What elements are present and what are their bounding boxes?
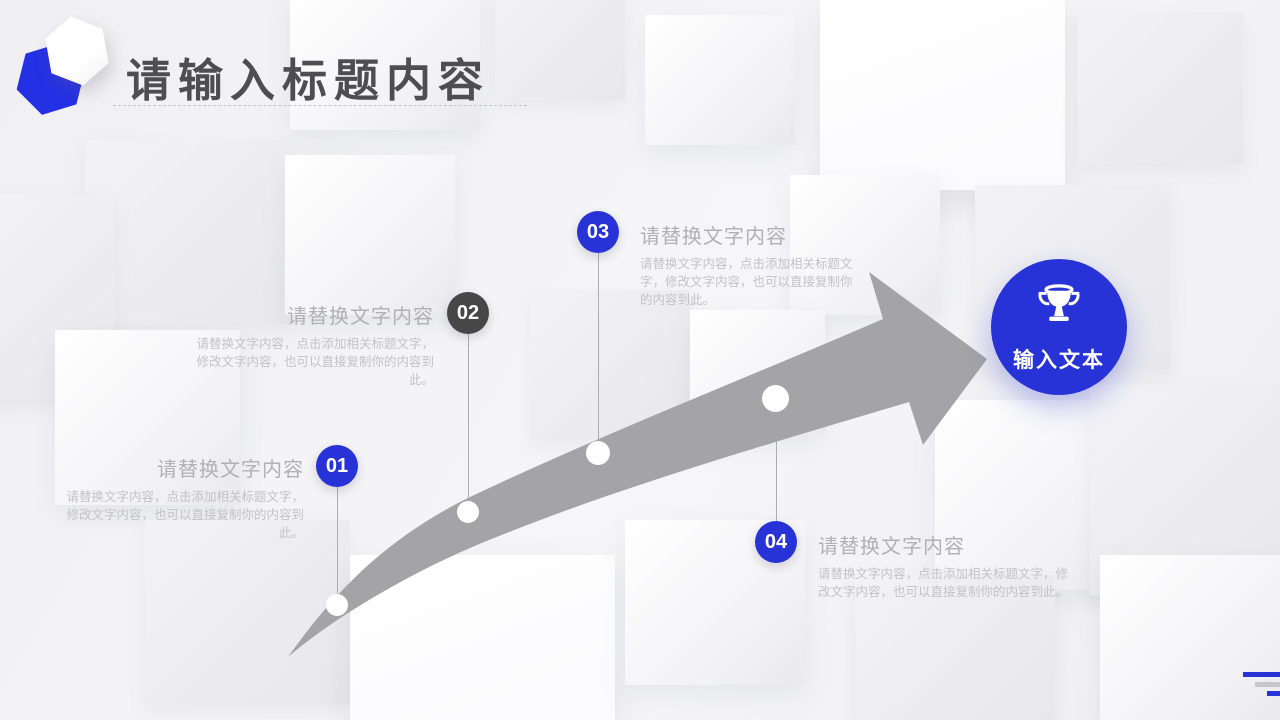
connector-line-01 — [337, 487, 338, 599]
milestone-01-body[interactable]: 请替换文字内容，点击添加相关标题文字，修改文字内容，也可以直接复制你的内容到此。 — [66, 490, 304, 540]
milestone-03-text[interactable]: 请替换文字内容 请替换文字内容，点击添加相关标题文字，修改文字内容，也可以直接复… — [640, 220, 854, 309]
white-hexagon-decoration — [44, 16, 110, 86]
milestone-02-number-badge: 02 — [447, 292, 489, 334]
arrow-dot-01 — [326, 594, 348, 616]
title-dashed-underline — [113, 105, 527, 106]
milestone-03-heading[interactable]: 请替换文字内容 — [640, 226, 787, 248]
background-square — [495, 0, 625, 100]
corner-bar-gray — [1255, 682, 1280, 687]
milestone-04-number-badge: 04 — [755, 521, 797, 563]
connector-line-02 — [468, 334, 469, 504]
milestone-03-number-badge: 03 — [577, 211, 619, 253]
milestone-01-text[interactable]: 请替换文字内容 请替换文字内容，点击添加相关标题文字，修改文字内容，也可以直接复… — [62, 453, 304, 542]
corner-bar-blue-1 — [1243, 672, 1280, 677]
milestone-02-heading[interactable]: 请替换文字内容 — [287, 306, 434, 328]
background-square — [145, 520, 350, 705]
arrow-dot-04 — [762, 385, 789, 412]
milestone-01-number-badge: 01 — [316, 445, 358, 487]
milestone-04-number: 04 — [764, 530, 788, 553]
background-square — [285, 155, 455, 315]
background-square — [1078, 12, 1243, 164]
arrow-dot-02 — [457, 501, 479, 523]
connector-line-03 — [598, 253, 599, 445]
milestone-04-heading[interactable]: 请替换文字内容 — [818, 536, 965, 558]
trophy-icon — [1032, 281, 1086, 340]
background-square — [85, 140, 290, 325]
background-square — [290, 0, 480, 130]
background-square — [1100, 555, 1280, 720]
white-hexagon-shape — [38, 11, 115, 91]
background-square — [790, 175, 940, 315]
milestone-01-heading[interactable]: 请替换文字内容 — [157, 459, 304, 481]
milestone-02-number: 02 — [456, 301, 480, 324]
background-square — [645, 15, 795, 145]
corner-bar-blue-2 — [1267, 691, 1280, 696]
background-square — [55, 330, 240, 505]
background-square — [820, 0, 1065, 190]
milestone-04-body[interactable]: 请替换文字内容，点击添加相关标题文字，修改文字内容，也可以直接复制你的内容到此。 — [818, 567, 1069, 599]
milestone-03-number: 03 — [586, 220, 610, 243]
milestone-01-number: 01 — [325, 454, 349, 477]
goal-label[interactable]: 输入文本 — [1013, 348, 1105, 372]
connector-line-04 — [776, 408, 777, 523]
arrow-dot-03 — [586, 441, 610, 465]
milestone-03-body[interactable]: 请替换文字内容，点击添加相关标题文字，修改文字内容，也可以直接复制你的内容到此。 — [640, 257, 853, 307]
page-title[interactable]: 请输入标题内容 — [126, 55, 491, 106]
goal-circle[interactable]: 输入文本 — [991, 259, 1127, 395]
milestone-02-body[interactable]: 请替换文字内容，点击添加相关标题文字，修改文字内容，也可以直接复制你的内容到此。 — [196, 337, 434, 387]
milestone-04-text[interactable]: 请替换文字内容 请替换文字内容，点击添加相关标题文字，修改文字内容，也可以直接复… — [818, 530, 1070, 602]
milestone-02-text[interactable]: 请替换文字内容 请替换文字内容，点击添加相关标题文字，修改文字内容，也可以直接复… — [192, 300, 434, 389]
background-square — [855, 575, 1055, 720]
